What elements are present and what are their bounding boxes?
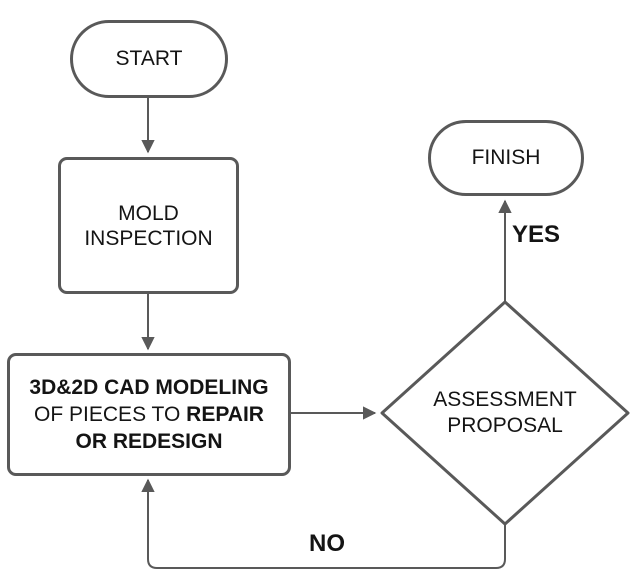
edge-label-no: NO xyxy=(309,530,345,557)
edge-assessment-to-cad-no-loop xyxy=(141,478,506,569)
node-mold-inspection: MOLD INSPECTION xyxy=(58,157,239,294)
node-start: START xyxy=(70,20,228,98)
node-mold-line: INSPECTION xyxy=(84,226,213,250)
node-mold-line: MOLD xyxy=(118,201,179,225)
node-cad-line-3: OR REDESIGN xyxy=(75,430,223,453)
node-finish-label: FINISH xyxy=(471,146,541,169)
edge-label-yes: YES xyxy=(512,221,561,248)
node-cad-line-1: 3D&2D CAD MODELING xyxy=(29,376,269,399)
node-assessment-label: ASSESSMENT PROPOSAL xyxy=(433,388,577,437)
node-assessment-diamond-shape xyxy=(380,300,630,526)
node-start-label: START xyxy=(115,47,183,70)
node-cad-line-2: OF PIECES TO REPAIR xyxy=(34,403,264,426)
node-finish: FINISH xyxy=(428,120,584,196)
node-cad-modeling: 3D&2D CAD MODELING OF PIECES TO REPAIR O… xyxy=(7,353,291,476)
